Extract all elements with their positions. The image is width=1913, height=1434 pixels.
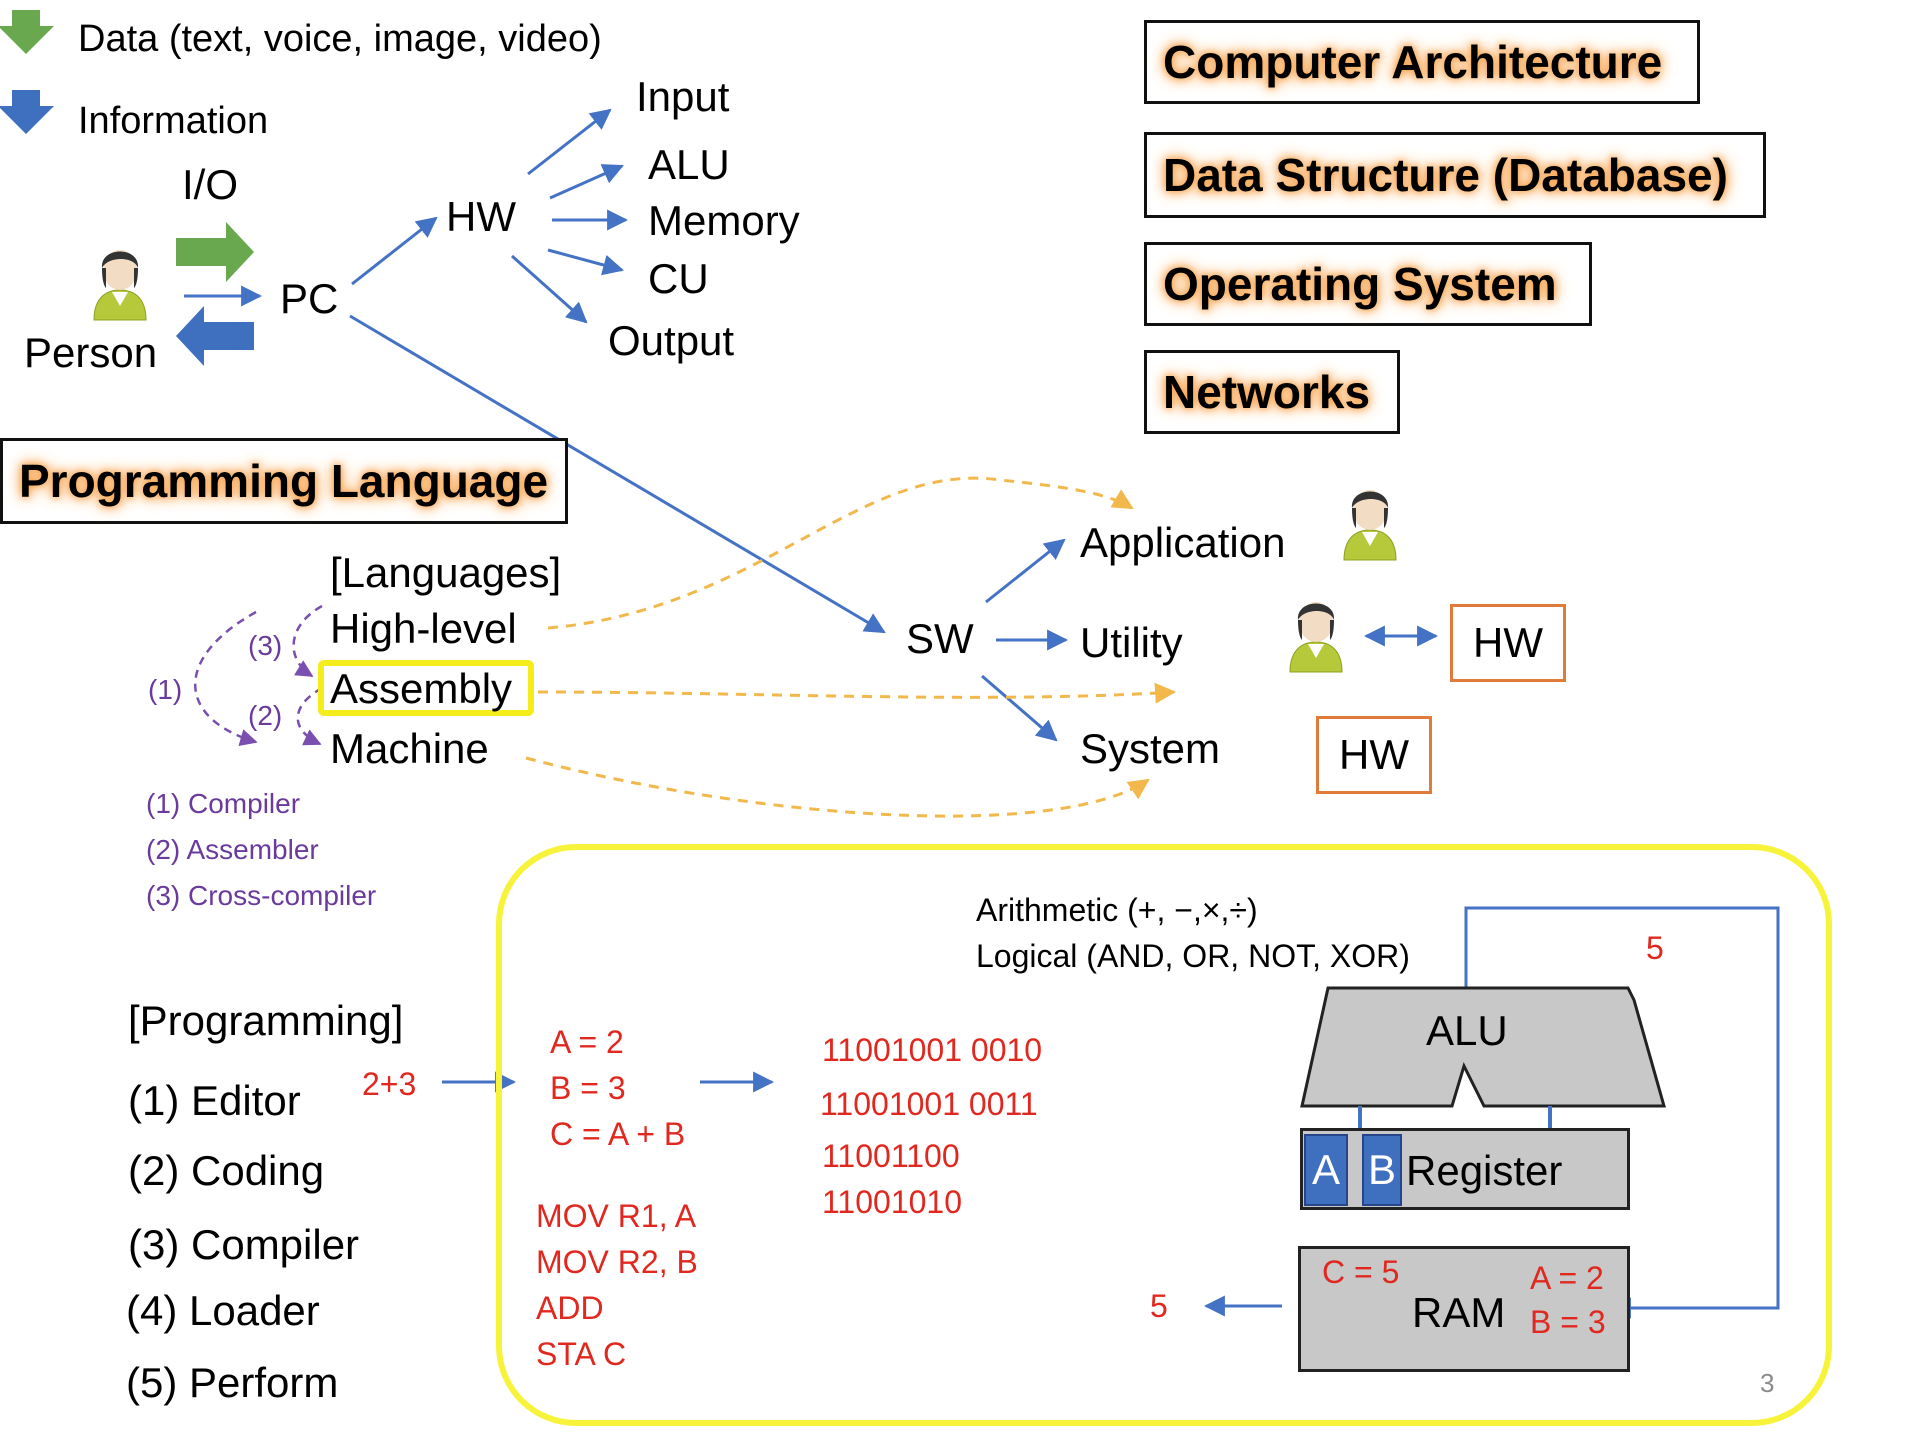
asm-line-3: ADD [536,1290,604,1326]
translator-cross-compiler: (3) Cross-compiler [146,880,377,911]
highlevel-to-application-arrow [547,476,1134,630]
asm-line-4: STA C [536,1336,627,1372]
hw-label: HW [446,193,516,240]
assembly-to-utility-arrow [537,682,1177,704]
person-icon [93,250,147,321]
ram-c-value: C = 5 [1322,1254,1400,1290]
level-assembly: Assembly [330,665,513,712]
sw-to-application-arrow [985,538,1066,604]
arrow-label-1: (1) [148,674,183,705]
person-label: Person [24,329,158,376]
register-b: B [1362,1134,1402,1206]
topic-networks: Networks [1144,350,1400,434]
machine-line-4: 11001010 [822,1184,962,1220]
hl-line-2: B = 3 [550,1070,626,1106]
pc-to-hw-arrow [351,216,438,286]
alu-feedback-value: 5 [1646,930,1664,966]
topic-data-structure: Data Structure (Database) [1144,132,1766,218]
sw-type-system: System [1080,725,1221,772]
topic-computer-architecture: Computer Architecture [1144,20,1700,104]
output-value: 5 [1150,1288,1168,1324]
hw-part-input: Input [636,73,730,120]
example-expression: 2+3 [362,1066,417,1102]
programming-step-5: (5) Perform [126,1359,339,1406]
machine-line-3: 11001100 [822,1138,960,1174]
ram-a-value: A = 2 [1530,1260,1604,1296]
level-machine: Machine [330,725,489,772]
hl-line-1: A = 2 [550,1024,624,1060]
application-user-icon [1343,490,1397,561]
programming-header: [Programming] [128,997,404,1044]
legend-information-label: Information [78,100,269,142]
hw-to-cu-arrow [547,248,625,276]
topic-operating-system: Operating System [1144,242,1592,326]
sw-type-utility: Utility [1080,619,1183,666]
hw-part-cu: CU [648,255,709,302]
hw-to-input-arrow [527,108,612,176]
register-box [1300,1128,1630,1210]
information-arrow-icon [0,90,54,134]
sw-to-system-arrow [981,674,1058,742]
alu-desc-logical: Logical (AND, OR, NOT, XOR) [976,938,1410,974]
utility-hw-box: HW [1450,604,1566,682]
sw-label: SW [906,615,974,662]
programming-step-3: (3) Compiler [128,1221,360,1268]
sw-type-application: Application [1080,519,1286,566]
alu-shape [1300,986,1666,1108]
translator-assembler: (2) Assembler [146,834,319,865]
languages-header: [Languages] [330,549,562,596]
programming-step-4: (4) Loader [126,1287,320,1334]
translator-compiler: (1) Compiler [146,788,301,819]
io-label: I/O [182,161,239,208]
pc-label: PC [280,275,339,322]
hl-line-3: C = A + B [550,1116,686,1152]
programming-step-1: (1) Editor [128,1077,301,1124]
programming-language-title: Programming Language [0,438,568,524]
hw-to-output-arrow [511,254,588,324]
hw-part-alu: ALU [648,141,730,188]
cross-compiler-arrow [292,604,323,678]
alu-label: ALU [1426,1007,1508,1054]
assembly-highlight [318,660,534,716]
asm-line-2: MOV R2, B [536,1244,698,1280]
data-in-arrow [176,222,254,282]
machine-to-system-arrow [525,756,1150,818]
arrow-label-3: (3) [248,630,283,661]
programming-step-2: (2) Coding [128,1147,325,1194]
hw-part-memory: Memory [648,197,800,244]
pc-to-sw-arrow [349,314,886,634]
hw-to-alu-arrow [549,164,624,200]
example-box [496,844,1832,1426]
page-number: 3 [1760,1368,1775,1398]
asm-line-1: MOV R1, A [536,1198,697,1234]
legend-data-label: Data (text, voice, image, video) [78,18,602,60]
compiler-arrow [194,610,258,747]
machine-line-1: 11001001 0010 [822,1032,1043,1068]
machine-line-2: 11001001 0011 [820,1086,1038,1122]
info-out-arrow [176,306,254,366]
level-high: High-level [330,605,517,652]
ram-label: RAM [1412,1289,1506,1336]
ram-b-value: B = 3 [1530,1304,1606,1340]
hw-part-output: Output [608,317,735,364]
ram-box [1298,1246,1630,1372]
register-label: Register [1406,1147,1563,1194]
system-hw-box: HW [1316,716,1432,794]
data-arrow-icon [0,10,54,54]
register-a: A [1304,1134,1348,1206]
alu-desc-arithmetic: Arithmetic (+, −,×,÷) [976,892,1258,928]
utility-user-icon [1289,602,1343,673]
arrow-label-2: (2) [248,700,283,731]
